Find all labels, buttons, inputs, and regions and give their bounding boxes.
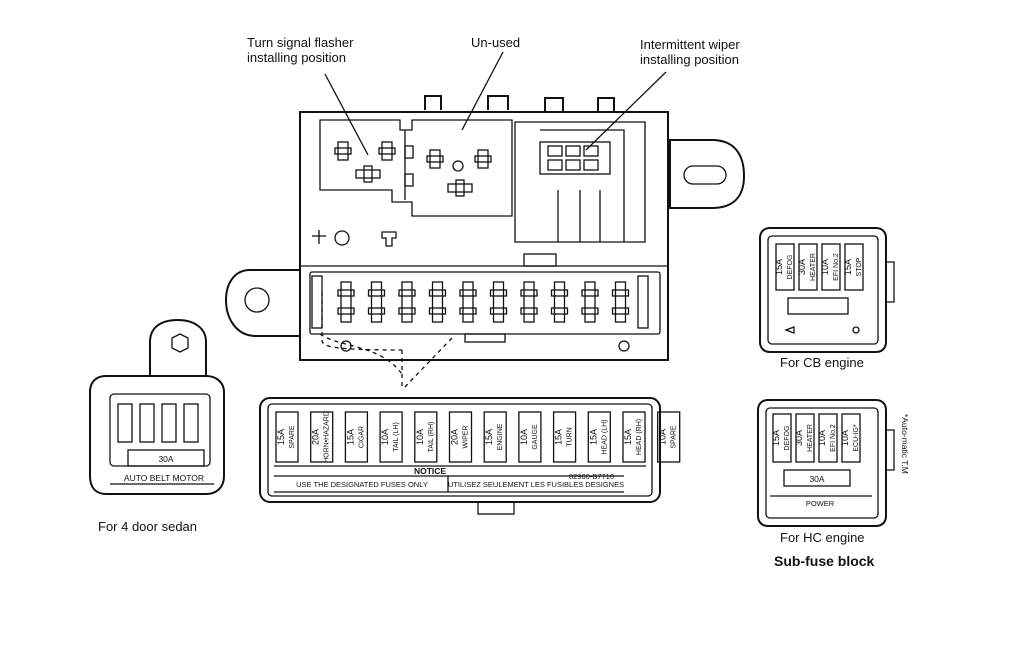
auto-belt-rating: 30A	[158, 454, 173, 464]
block-fuse-slot	[459, 281, 477, 323]
turn-signal-label: Turn signal flasher installing position	[247, 35, 353, 65]
block-fuse-slot	[581, 281, 599, 323]
wiper-line1: Intermittent wiper	[640, 37, 740, 52]
block-fuse-slot	[520, 281, 538, 323]
block-fuse-slot	[489, 281, 508, 323]
main-junction-block	[224, 95, 746, 391]
sub-fuse-block-title: Sub-fuse block	[774, 553, 875, 569]
block-fuse-slot	[550, 281, 569, 323]
auto-belt-name: AUTO BELT MOTOR	[124, 473, 204, 483]
for-4door-label: For 4 door sedan	[98, 519, 198, 534]
hc-power-name: POWER	[806, 499, 835, 508]
auto-belt-motor-fuse: 30A AUTO BELT MOTOR	[89, 318, 225, 495]
wiper-line2: installing position	[640, 52, 740, 67]
leader-lines	[324, 51, 667, 156]
for-cb-label: For CB engine	[780, 355, 864, 370]
block-fuse-slot	[337, 281, 355, 323]
notice-french: UTILISEZ SEULEMENT LES FUSIBLES DESIGNES	[448, 480, 624, 489]
notice-title: NOTICE	[414, 466, 446, 476]
wiper-label: Intermittent wiper installing position	[640, 37, 740, 67]
turn-signal-line2: installing position	[247, 50, 347, 65]
block-fuse-slot	[428, 281, 447, 323]
block-fuse-slot	[398, 281, 416, 323]
hc-power-rating: 30A	[809, 474, 824, 484]
block-fuse-slot	[611, 281, 630, 323]
block-fuse-slot	[367, 281, 386, 323]
automatic-note: *Auto-matic T.M	[900, 414, 910, 474]
for-hc-label: For HC engine	[780, 530, 865, 545]
turn-signal-line1: Turn signal flasher	[247, 35, 354, 50]
part-number: 82900-B7710	[569, 472, 614, 481]
notice-english: USE THE DESIGNATED FUSES ONLY	[296, 480, 428, 489]
unused-label: Un-used	[471, 35, 521, 50]
